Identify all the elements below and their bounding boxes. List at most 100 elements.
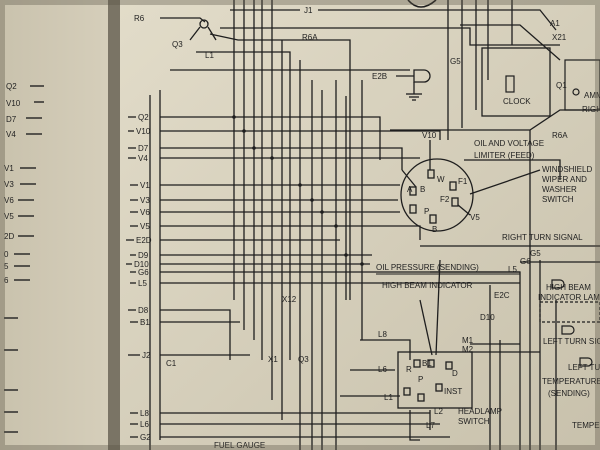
wire-label: Q3 [172, 40, 183, 49]
terminal-label-f1: F1 [458, 177, 468, 186]
ammeter-area [564, 59, 600, 111]
wire-label: L2 [434, 407, 443, 416]
terminal-label: D10 [134, 260, 149, 269]
limiter-label-1: OIL AND VOLTAGE [474, 139, 544, 148]
wire-junctions [232, 115, 364, 266]
terminal-label: V10 [136, 127, 151, 136]
headlamp-switch-label-1: HEADLAMP [458, 407, 502, 416]
wire-label: R6A [552, 131, 568, 140]
wire-label: E2B [372, 72, 387, 81]
switch-label-r: R [406, 365, 412, 374]
limiter-label-2: LIMITER (FEED) [474, 151, 535, 160]
clock: CLOCK [481, 47, 551, 117]
ws-label-3: WASHER [542, 185, 577, 194]
oil-voltage-limiter: OIL AND VOLTAGE LIMITER (FEED) [474, 139, 544, 160]
left-label: D7 [6, 115, 17, 124]
terminal-label: D7 [138, 144, 149, 153]
terminal-label: L6 [140, 420, 149, 429]
wire-label: L1 [384, 393, 393, 402]
wire-label: D10 [480, 313, 495, 322]
temperature-gauge-label-2: (SENDING) [548, 389, 590, 398]
terminal-label: G2 [140, 433, 151, 442]
left-label: V10 [6, 99, 21, 108]
wire-label: L7 [426, 421, 435, 430]
terminal-label-b: B [420, 185, 425, 194]
page-gutter [108, 0, 122, 450]
wire-label: X12 [282, 295, 297, 304]
left-page [0, 0, 115, 450]
terminal-label: L5 [138, 279, 147, 288]
left-label: V6 [4, 196, 14, 205]
headlamp-switch [397, 351, 473, 409]
terminal-label-w: W [437, 175, 445, 184]
left-label: Q2 [6, 82, 17, 91]
ws-label-4: SWITCH [542, 195, 574, 204]
e2b-lamp [396, 69, 431, 101]
right-turn-signal-label: RIGHT TURN SIGNAL [502, 233, 583, 242]
left-label: 0 [4, 250, 9, 259]
high-beam-indicator-label: HIGH BEAM INDICATOR [382, 281, 473, 290]
wire-label: L5 [508, 265, 517, 274]
headlamp-switch-labels: R P D INST B1 HEADLAMP SWITCH [406, 359, 502, 426]
left-page-leads [4, 85, 44, 433]
wire-label: M1 [462, 336, 474, 345]
clock-label: CLOCK [503, 97, 531, 106]
terminal-label-a: A [407, 185, 413, 194]
high-beam-indicator-lamp-label-1: HIGH BEAM [546, 283, 591, 292]
wire-label: L1 [205, 51, 214, 60]
left-turn-signal-right-label: LEFT TURN SIGN [568, 363, 600, 372]
wire-label: R6A [302, 33, 318, 42]
terminal-label: V4 [138, 154, 148, 163]
left-page-labels: Q2 V10 D7 V4 V1 V3 V6 V5 2D 0 5 6 [4, 82, 21, 285]
ws-label-2: WIPER AND [542, 175, 587, 184]
terminal-label: V6 [140, 208, 150, 217]
left-label: 2D [4, 232, 14, 241]
left-turn-signal-label: LEFT TURN SIGNAL [543, 337, 600, 346]
terminal-label: V3 [140, 196, 150, 205]
wire-label: G5 [530, 249, 541, 258]
wire-labels: R6 J1 Q3 L1 R6A G5 A1 X21 Q1 R6A E2B V10… [134, 6, 568, 430]
oil-pressure-label: OIL PRESSURE (SENDING) [376, 263, 479, 272]
wire-label: E2C [494, 291, 510, 300]
switch-label-b1: B1 [422, 359, 432, 368]
terminal-label: B1 [140, 318, 150, 327]
top-right-lamp-arc [407, 0, 437, 8]
windshield-switch-label: WINDSHIELD WIPER AND WASHER SWITCH [542, 165, 592, 204]
switch-label-inst: INST [444, 387, 462, 396]
left-label: V3 [4, 180, 14, 189]
terminal-label: V5 [140, 222, 150, 231]
wire-label: Q3 [298, 355, 309, 364]
wire-label: C1 [166, 359, 177, 368]
switch-label-p: P [418, 375, 423, 384]
switch-terminal-labels: W A B F1 F2 P B V5 [407, 175, 480, 234]
wire-label: L8 [378, 330, 387, 339]
wire-bundle [149, 0, 600, 450]
ws-label-1: WINDSHIELD [542, 165, 592, 174]
wire-label: X1 [268, 355, 278, 364]
left-label: V5 [4, 212, 14, 221]
terminal-label: Q2 [138, 113, 149, 122]
wire-label: G6 [520, 257, 531, 266]
terminal-label: G6 [138, 268, 149, 277]
temperature-bottom-label: TEMPERA [572, 421, 600, 430]
wire-label: L6 [378, 365, 387, 374]
terminal-label-v5: V5 [470, 213, 480, 222]
wire-label: G5 [450, 57, 461, 66]
high-beam-indicator-lamp-label-2: INDICATOR LAMP [538, 293, 600, 302]
connector-q3 [189, 19, 217, 41]
wire-label: M2 [462, 345, 474, 354]
lamp-symbols [539, 279, 600, 367]
amm-label: AMM [584, 91, 600, 100]
terminal-label: D8 [138, 306, 149, 315]
terminal-label-p: P [424, 207, 429, 216]
switch-label-d: D [452, 369, 458, 378]
wire-label: V10 [422, 131, 437, 140]
terminal-label: V1 [140, 181, 150, 190]
terminal-label: J2 [142, 351, 151, 360]
terminal-label-b2: B [432, 225, 437, 234]
terminal-dashes [126, 116, 140, 438]
right-edge-label: RIGHT [582, 105, 600, 114]
right-page [120, 0, 600, 450]
temperature-gauge-label-1: TEMPERATURE G [542, 377, 600, 386]
